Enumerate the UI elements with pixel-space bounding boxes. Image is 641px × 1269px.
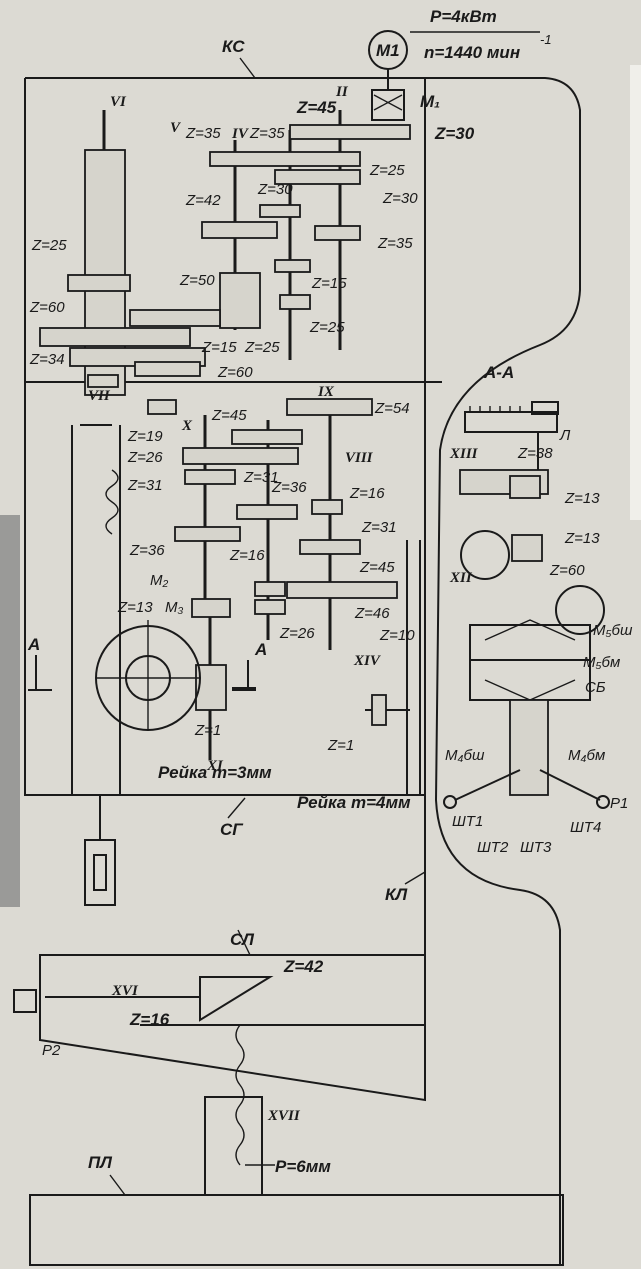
shaft-label-xiv: XIV (353, 653, 382, 669)
shaft-label-vi: VI (110, 94, 127, 110)
gear-z60c: Z=60 (549, 562, 585, 579)
gear-z13a: Z=13 (117, 599, 153, 616)
shaft-label-xvi: XVI (111, 983, 139, 999)
right-scan-edge (630, 65, 641, 520)
gear-z46: Z=46 (354, 605, 390, 622)
gear-z15b: Z=15 (201, 339, 237, 356)
coupling-m1-label: M₁ (420, 92, 440, 111)
gear-z19: Z=19 (127, 428, 163, 445)
gear-z42b: Z=42 (283, 957, 324, 976)
motor-speed-exp: -1 (540, 32, 552, 47)
clutch-labels: M₂ M₃ M₅бш M₅бм M₄бш M₄бм СБ Л (150, 427, 633, 764)
gear-z13c: Z=13 (564, 530, 600, 547)
gear-z15a: Z=15 (311, 275, 347, 292)
clutch-m5bsh: M₅бш (593, 622, 633, 639)
gear-z25-top: Z=25 (369, 162, 405, 179)
gear-z31b: Z=31 (243, 469, 279, 486)
clutch-m3: M₃ (165, 599, 183, 616)
section-arrow-a-left: А (27, 635, 40, 654)
gear-z25c: Z=25 (309, 319, 345, 336)
shaft-label-vii: VII (88, 388, 111, 404)
gear-z25-left: Z=25 (31, 237, 67, 254)
pin-sht3: ШТ3 (520, 839, 552, 856)
gear-z60b: Z=60 (217, 364, 253, 381)
gear-labels: Z=45 Z=30 Z=35 Z=35 Z=25 Z=30 Z=30 Z=42 … (29, 98, 600, 1029)
motor-speed: n=1440 мин (424, 43, 520, 62)
shaft-label-x: X (181, 418, 193, 434)
table-mechanism (13, 976, 274, 1166)
section-arrow-a-right: А (254, 640, 267, 659)
gear-z16b: Z=16 (349, 485, 385, 502)
gearbox-speed (39, 124, 411, 388)
unit-ks-label: КС (222, 37, 245, 56)
gearbox-feed (95, 398, 398, 731)
gear-z36b: Z=36 (271, 479, 307, 496)
gear-z45c: Z=45 (359, 559, 395, 576)
shaft-label-xi: XI (206, 758, 224, 774)
pin-sht4: ШТ4 (570, 819, 601, 836)
gear-z13b: Z=13 (564, 490, 600, 507)
gear-z60a: Z=60 (29, 299, 65, 316)
motor-m1: M1 P=4кВт n=1440 мин -1 M₁ (368, 7, 552, 121)
gear-z54: Z=54 (374, 400, 410, 417)
gear-z30-mid: Z=30 (257, 181, 293, 198)
unit-sg-label: СГ (220, 820, 244, 839)
shaft-label-iv: IV (231, 126, 250, 142)
shaft-label-xiii: XIII (449, 446, 479, 462)
shaft-label-v: V (170, 120, 182, 136)
rack-4mm-label: Рейка m=4мм (297, 793, 411, 812)
gear-z1a: Z=1 (194, 722, 221, 739)
gear-z50: Z=50 (179, 272, 215, 289)
gear-z31a: Z=31 (127, 477, 163, 494)
shaft-label-xvii: XVII (267, 1108, 301, 1124)
gear-z36a: Z=36 (129, 542, 165, 559)
clutch-m2: M₂ (150, 572, 168, 589)
racks (365, 540, 421, 795)
gear-z25b: Z=25 (244, 339, 280, 356)
shaft-label-xii: XII (449, 570, 473, 586)
unit-pl-label: ПЛ (88, 1153, 112, 1172)
clutch-m4bm: M₄бм (568, 747, 605, 764)
shaft-label-ix: IX (317, 384, 335, 400)
motor-label: M1 (376, 41, 400, 60)
shaft-label-viii: VIII (345, 450, 374, 466)
section-aa (443, 401, 610, 809)
shaft-label-ii: II (335, 84, 349, 100)
rack-3mm-label: Рейка m=3мм (158, 763, 272, 782)
unit-sb-label: СБ (585, 679, 606, 696)
gear-z16a: Z=16 (229, 547, 265, 564)
gear-z45-top: Z=45 (296, 98, 337, 117)
gear-z10: Z=10 (379, 627, 415, 644)
gear-z45b: Z=45 (211, 407, 247, 424)
gear-z35a: Z=35 (185, 125, 221, 142)
pin-sht1: ШТ1 (452, 813, 483, 830)
scan-edge-strip (0, 515, 20, 907)
pin-r2: Р2 (42, 1042, 61, 1059)
pin-r1: Р1 (610, 795, 628, 812)
section-aa-label: А-А (483, 363, 514, 382)
unit-kl-label: КЛ (385, 885, 407, 904)
gear-z26a: Z=26 (127, 449, 163, 466)
gear-z38: Z=38 (517, 445, 553, 462)
gear-z16c: Z=16 (129, 1010, 170, 1029)
handle-labels: ШТ1 ШТ2 ШТ3 ШТ4 Р1 Р2 (42, 795, 628, 1059)
gear-z42: Z=42 (185, 192, 221, 209)
pin-sht2: ШТ2 (477, 839, 509, 856)
gear-z26b: Z=26 (279, 625, 315, 642)
clutch-m4bsh: M₄бш (445, 747, 485, 764)
gear-z1b: Z=1 (327, 737, 354, 754)
gear-z30b: Z=30 (382, 190, 418, 207)
screw-pitch-label: P=6мм (275, 1157, 331, 1176)
spindle-quill (71, 149, 126, 906)
gear-z35-right: Z=35 (377, 235, 413, 252)
gear-z34: Z=34 (29, 351, 65, 368)
unit-l-label: Л (559, 427, 571, 444)
gear-z30-top: Z=30 (434, 124, 475, 143)
motor-power: P=4кВт (430, 7, 497, 26)
gear-z31c: Z=31 (361, 519, 397, 536)
clutch-m5bm: M₅бм (583, 654, 620, 671)
gear-z35b: Z=35 (249, 125, 285, 142)
